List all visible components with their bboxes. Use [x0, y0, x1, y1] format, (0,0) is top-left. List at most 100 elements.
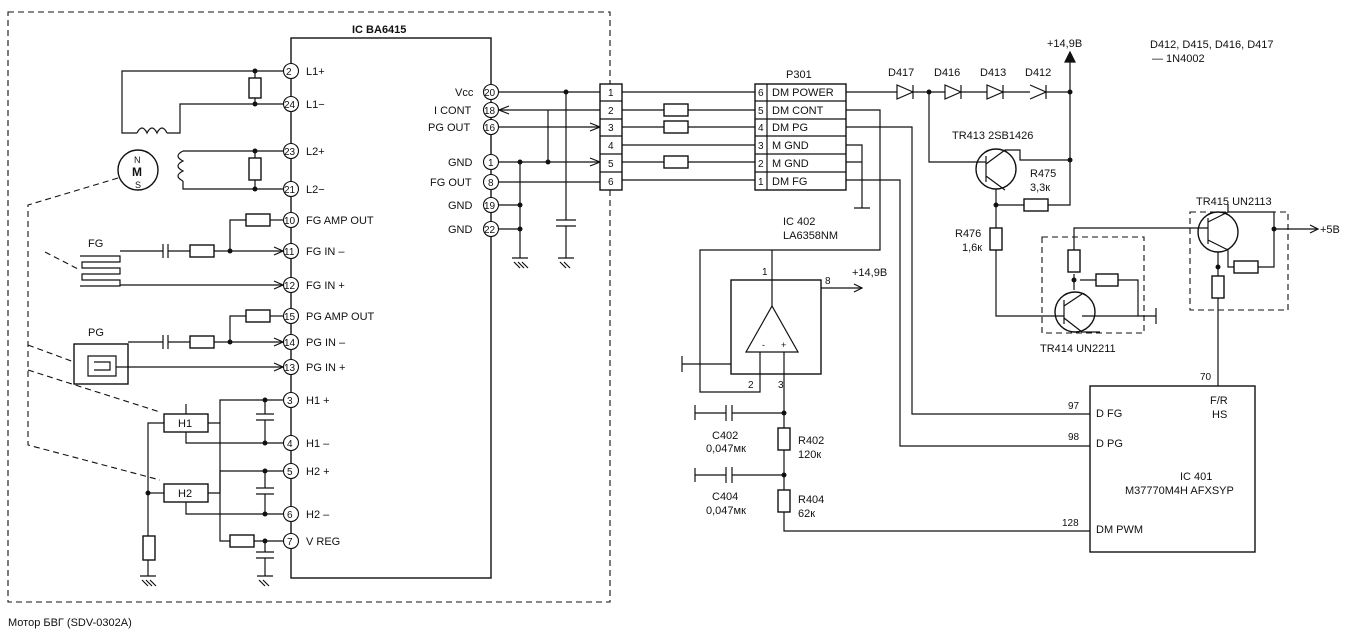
pin-label: PG IN +: [306, 362, 345, 374]
svg-text:3: 3: [758, 141, 764, 152]
tr415-label: TR415 UN2113: [1196, 196, 1272, 208]
ic-ba6415-left-pins: 2 L1+ 24 L1− 23 L2+ 21 L2− 10 FG AMP OUT…: [282, 62, 375, 550]
pin-number: 5: [287, 467, 293, 478]
fg-label: FG: [88, 238, 103, 250]
svg-text:97: 97: [1068, 401, 1080, 412]
pin-number: 16: [484, 123, 496, 134]
svg-text:1: 1: [608, 88, 614, 99]
svg-text:2: 2: [608, 106, 614, 117]
diode-d413: D413: [980, 67, 1006, 79]
r404-value: 62к: [798, 508, 815, 520]
fg-sensor: FG: [80, 213, 285, 290]
svg-text:M GND: M GND: [772, 158, 809, 170]
transistor-tr413: TR413 2SB1426 R475 3,3к: [928, 92, 1073, 228]
pin-label: H1 –: [306, 438, 330, 450]
pin-number: 14: [284, 338, 296, 349]
pin-label: I CONT: [434, 105, 472, 117]
ic401-dmpwm: DM PWM: [1096, 524, 1143, 536]
pin-label: FG AMP OUT: [306, 215, 374, 227]
diode-chain: D417 D416 D413 D412 +14,9В D412, D415, D…: [846, 38, 1274, 186]
diode-note-line1: D412, D415, D416, D417: [1150, 39, 1274, 51]
svg-text:M GND: M GND: [772, 140, 809, 152]
ic-ba6415-title: IC BA6415: [352, 24, 406, 36]
motor-symbol: N M S: [117, 149, 159, 191]
svg-text:-: -: [762, 340, 765, 350]
pin-label: FG IN –: [306, 246, 345, 258]
svg-text:DM FG: DM FG: [772, 176, 807, 188]
svg-text:DM PG: DM PG: [772, 122, 808, 134]
svg-text:6: 6: [608, 177, 614, 188]
ic-ba6415-right-pins: 20 Vcc 18 I CONT 16 PG OUT 1 GND 8 FG OU…: [428, 83, 500, 238]
pin-number: 22: [484, 225, 496, 236]
pin-label: H2 –: [306, 509, 330, 521]
pin-number: 10: [284, 216, 296, 227]
pin-number: 1: [488, 158, 494, 169]
svg-text:3: 3: [778, 380, 784, 391]
motor-to-pg-link: [27, 344, 75, 363]
tr413-label: TR413 2SB1426: [952, 130, 1033, 142]
svg-text:98: 98: [1068, 432, 1080, 443]
diode-d416: D416: [934, 67, 960, 79]
transistor-tr415: TR415 UN2113 +5В: [1189, 196, 1340, 386]
p301-ground: [846, 144, 870, 209]
svg-text:8: 8: [825, 276, 831, 287]
motor-n: N: [134, 155, 141, 165]
pin-number: 4: [287, 439, 293, 450]
pin-label: H2 +: [306, 466, 330, 478]
p301-title: P301: [786, 69, 812, 81]
ic401-dfg: D FG: [1096, 408, 1122, 420]
pin-number: 20: [484, 88, 496, 99]
pin-label: Vcc: [455, 87, 474, 99]
ic402-part: LA6358NM: [783, 230, 838, 242]
pin-label: FG OUT: [430, 177, 472, 189]
motor-to-fg-link: [44, 251, 81, 271]
r475-value: 3,3к: [1030, 182, 1050, 194]
pin-number: 24: [284, 100, 296, 111]
pin-number: 15: [284, 312, 296, 323]
motor-unit-boundary: [7, 11, 611, 603]
svg-text:4: 4: [758, 123, 764, 134]
h1-label: H1: [178, 418, 192, 430]
pin-number: 23: [284, 147, 296, 158]
pin-number: 6: [287, 510, 293, 521]
ic402-passives: C402 0,047мк R402 120к C404 0,047мк R404…: [694, 405, 1090, 532]
svg-text:DM CONT: DM CONT: [772, 105, 824, 117]
svg-text:4: 4: [608, 141, 614, 152]
pin-label: PG IN –: [306, 337, 346, 349]
r402-value: 120к: [798, 449, 821, 461]
motor-to-h2-link: [27, 177, 161, 481]
motor-caption: Мотор БВГ (SDV-0302A): [8, 617, 132, 629]
pin-label: V REG: [306, 536, 340, 548]
pin-label: L1+: [306, 66, 325, 78]
svg-text:6: 6: [758, 88, 764, 99]
pin-number: 8: [488, 178, 494, 189]
ic-401: 97 D FG 98 D PG 128 DM PWM 70 F/R HS IC …: [846, 126, 1256, 553]
pin-label: L1−: [306, 99, 325, 111]
svg-text:1: 1: [762, 267, 768, 278]
diode-d417: D417: [888, 67, 914, 79]
pin-number: 2: [286, 67, 292, 78]
ic-ba6415-body: [290, 37, 492, 579]
connector-p301: P301 6 DM POWER 5 DM CONT 4 DM PG 3 M GN…: [754, 69, 847, 191]
ic402-supply: +14,9В: [852, 267, 887, 279]
c404-name: C404: [712, 491, 738, 503]
pin-label: FG IN +: [306, 280, 345, 292]
motor-s: S: [135, 180, 141, 190]
pin-number: 18: [484, 106, 496, 117]
pin-number: 21: [284, 185, 296, 196]
r476-name: R476: [955, 228, 981, 240]
motor-coil-l1: [121, 68, 283, 135]
diode-d412: D412: [1025, 67, 1051, 79]
svg-text:+: +: [781, 340, 786, 350]
r475-name: R475: [1030, 168, 1056, 180]
c402-name: C402: [712, 430, 738, 442]
pin-label: PG OUT: [428, 122, 470, 134]
ic401-name: IC 401: [1180, 471, 1212, 483]
ic-402: IC 402 LA6358NM - + 1 8 +14,9В 2 3: [681, 109, 887, 418]
pin-label: L2+: [306, 146, 325, 158]
pin-number: 12: [284, 281, 296, 292]
pg-label: PG: [88, 327, 104, 339]
pg-sensor: PG: [73, 309, 285, 385]
